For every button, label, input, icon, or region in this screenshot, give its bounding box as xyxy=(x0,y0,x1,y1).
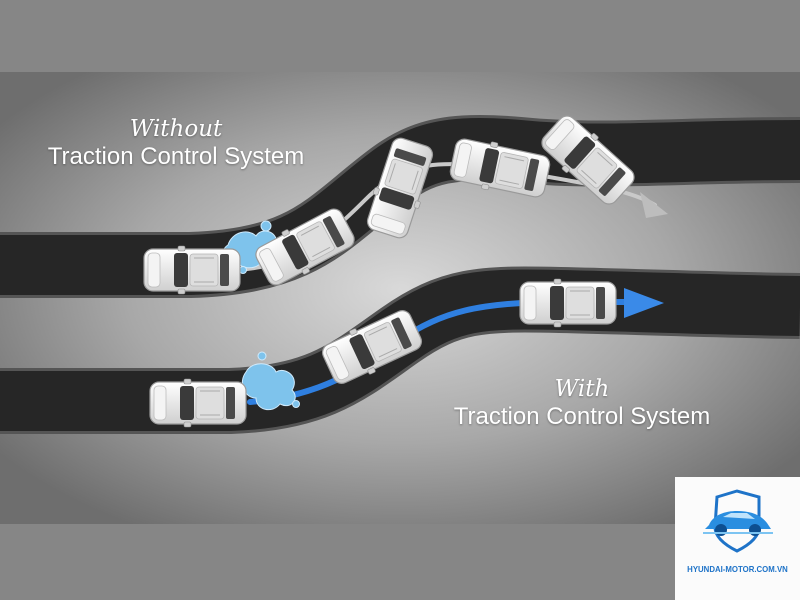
car-icon xyxy=(143,245,241,295)
car-icon xyxy=(149,378,247,428)
watermark-text: HYUNDAI-MOTOR.COM.VN xyxy=(687,564,788,574)
caption-without-label: Without xyxy=(129,116,223,142)
caption-with-label: With xyxy=(554,376,610,402)
water-splash-icon xyxy=(241,351,300,411)
caption-without-system: Traction Control System xyxy=(47,143,305,170)
direction-arrow-icon xyxy=(624,288,664,318)
direction-arrow-icon xyxy=(640,192,668,218)
caption-with-system: Traction Control System xyxy=(453,403,711,430)
car-logo-icon xyxy=(703,489,773,553)
watermark: HYUNDAI-MOTOR.COM.VN xyxy=(675,477,800,600)
caption-without-tcs: Without Traction Control System xyxy=(26,116,326,171)
caption-with-tcs: With Traction Control System xyxy=(432,376,732,431)
car-icon xyxy=(519,278,617,328)
